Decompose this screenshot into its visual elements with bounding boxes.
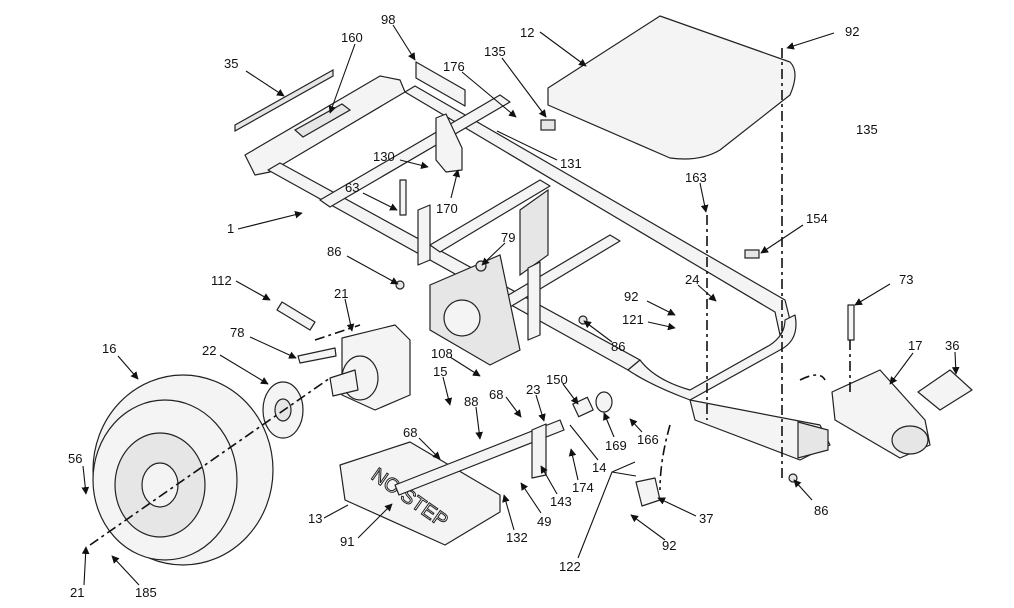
- frame-1: [244, 75, 831, 461]
- callout-21: 21: [334, 286, 348, 301]
- tray-12: [547, 15, 796, 160]
- decal-35: [234, 68, 334, 133]
- callout-122: 122: [559, 559, 581, 574]
- callout-135: 135: [484, 44, 506, 59]
- callout-79: 79: [501, 230, 515, 245]
- callout-56: 56: [68, 451, 82, 466]
- leader-lines: [81, 24, 960, 586]
- callout-1: 1: [227, 221, 234, 236]
- tire-16: [92, 374, 274, 566]
- callout-174: 174: [572, 480, 594, 495]
- callout-14: 14: [592, 460, 606, 475]
- callout-17: 17: [908, 338, 922, 353]
- callout-13: 13: [308, 511, 322, 526]
- callout-68: 68: [489, 387, 503, 402]
- callout-131: 131: [560, 156, 582, 171]
- callout-21: 21: [70, 585, 84, 600]
- callout-163: 163: [685, 170, 707, 185]
- callout-63: 63: [345, 180, 359, 195]
- callout-98: 98: [381, 12, 395, 27]
- callout-108: 108: [431, 346, 453, 361]
- callout-185: 185: [135, 585, 157, 600]
- bracket-37: [635, 477, 661, 507]
- callout-22: 22: [202, 343, 216, 358]
- callout-23: 23: [526, 382, 540, 397]
- callout-121: 121: [622, 312, 644, 327]
- callout-166: 166: [637, 432, 659, 447]
- callout-130: 130: [373, 149, 395, 164]
- callout-68: 68: [403, 425, 417, 440]
- callout-86: 86: [611, 339, 625, 354]
- callout-135: 135: [856, 122, 878, 137]
- callout-92: 92: [845, 24, 859, 39]
- callout-132: 132: [506, 530, 528, 545]
- callout-16: 16: [102, 341, 116, 356]
- callout-154: 154: [806, 211, 828, 226]
- coupler-17: [831, 369, 931, 459]
- decal-98: [415, 61, 466, 107]
- callout-88: 88: [464, 394, 478, 409]
- callout-86: 86: [327, 244, 341, 259]
- callout-24: 24: [685, 272, 699, 287]
- callout-176: 176: [443, 59, 465, 74]
- callout-150: 150: [546, 372, 568, 387]
- spindle-21: [329, 324, 411, 411]
- callout-49: 49: [537, 514, 551, 529]
- pin-36: [917, 369, 973, 411]
- callout-37: 37: [699, 511, 713, 526]
- callout-73: 73: [899, 272, 913, 287]
- callout-78: 78: [230, 325, 244, 340]
- callout-169: 169: [605, 438, 627, 453]
- center-lines: [89, 48, 851, 546]
- callout-86: 86: [814, 503, 828, 518]
- callout-92: 92: [624, 289, 638, 304]
- callout-170: 170: [436, 201, 458, 216]
- callout-labels: 98 160 12 35 135 176 92 135 130 131 63 1…: [68, 12, 959, 600]
- callout-92: 92: [662, 538, 676, 553]
- callout-143: 143: [550, 494, 572, 509]
- callout-12: 12: [520, 25, 534, 40]
- callout-35: 35: [224, 56, 238, 71]
- callout-91: 91: [340, 534, 354, 549]
- callout-36: 36: [945, 338, 959, 353]
- callout-15: 15: [433, 364, 447, 379]
- callout-112: 112: [211, 273, 232, 288]
- callout-160: 160: [341, 30, 363, 45]
